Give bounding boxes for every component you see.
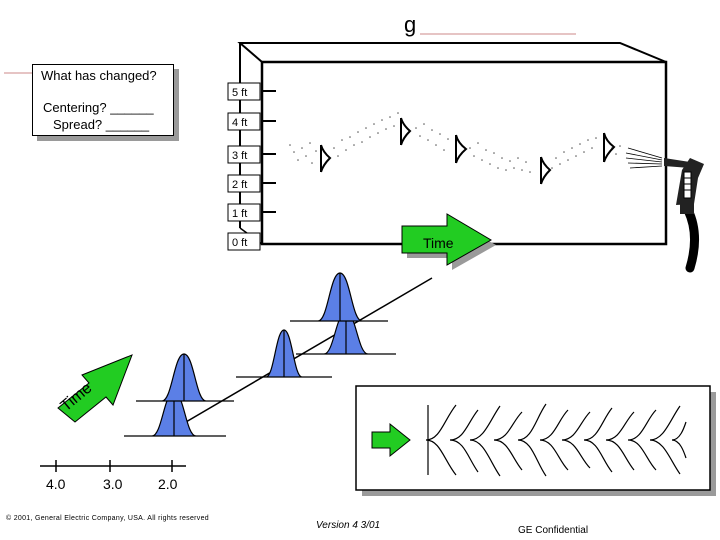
time-arrow-horizontal: Time [401, 213, 496, 270]
axis-label-3: 3.0 [103, 476, 123, 492]
confidential-text: GE Confidential [518, 525, 589, 536]
timeline-diagonal [161, 277, 433, 437]
garden-hose-nozzle-icon [625, 147, 704, 273]
time-arrow-label: Time [423, 235, 454, 251]
height-label-3ft: 3 ft [232, 150, 247, 162]
question-text: What has changed? [41, 68, 157, 83]
height-label-1ft: 1 ft [232, 208, 247, 220]
bell-curve-2 [136, 353, 234, 402]
bell-curves [124, 272, 396, 437]
height-label-0ft: 0 ft [232, 237, 247, 249]
header-letter: g [404, 12, 416, 37]
axis-label-4: 4.0 [46, 476, 66, 492]
time-arrow-diagonal: Time [57, 354, 133, 423]
spray-distribution-markers [320, 117, 616, 185]
green-arrow-icon [371, 422, 411, 458]
version-text: Version 4 3/01 [316, 520, 381, 531]
distribution-panel [355, 385, 716, 496]
axis-label-2: 2.0 [158, 476, 178, 492]
bottom-axis: 4.0 3.0 2.0 [40, 460, 186, 492]
water-spray-dots [289, 112, 621, 173]
height-label-2ft: 2 ft [232, 179, 247, 191]
spray-box [237, 42, 668, 246]
copyright-text: © 2001, General Electric Company, USA. A… [6, 515, 209, 522]
overlapping-distributions [425, 403, 687, 477]
spread-prompt: Spread? ______ [53, 117, 150, 132]
bell-curve-5 [290, 272, 388, 322]
centering-prompt: Centering? ______ [43, 100, 154, 115]
height-label-4ft: 4 ft [232, 117, 247, 129]
height-ruler: 5 ft 4 ft 3 ft 2 ft 1 ft 0 ft [227, 82, 276, 251]
question-callout: What has changed? Centering? ______ Spre… [32, 64, 174, 136]
height-label-5ft: 5 ft [232, 87, 247, 99]
